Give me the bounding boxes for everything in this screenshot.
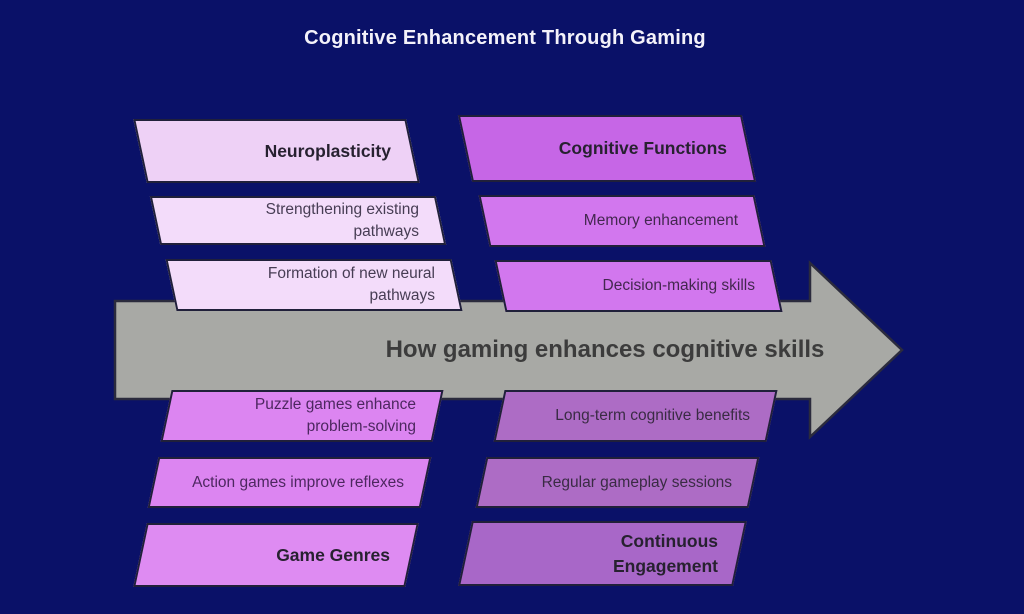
node-label: Action games improve reflexes — [192, 473, 404, 491]
node-label: Decision-making skills — [602, 277, 755, 294]
node-label: Game Genres — [276, 544, 390, 565]
node-label: Formation of new neural pathways — [267, 265, 435, 304]
node-puzzle-games-enhance-problem-solving: Puzzle games enhance problem-solving — [166, 390, 438, 442]
node-memory-enhancement: Memory enhancement — [484, 195, 760, 247]
arrow-label: How gaming enhances cognitive skills — [385, 336, 825, 363]
node-long-term-cognitive-benefits: Long-term cognitive benefits — [499, 390, 772, 442]
node-label: Regular gameplay sessions — [541, 473, 732, 491]
node-label: Continuous Engagement — [612, 530, 718, 576]
node-label: Puzzle games enhance problem-solving — [254, 396, 416, 435]
node-regular-gameplay-sessions: Regular gameplay sessions — [481, 457, 754, 508]
node-label: Long-term cognitive benefits — [555, 407, 750, 424]
node-game-genres-header: Game Genres — [140, 523, 412, 587]
node-decision-making-skills: Decision-making skills — [500, 260, 777, 312]
node-action-games-improve-reflexes: Action games improve reflexes — [153, 457, 426, 508]
node-label: Cognitive Functions — [558, 138, 727, 159]
node-label: Memory enhancement — [583, 212, 738, 229]
node-formation-of-new-neural-pathways: Formation of new neural pathways — [171, 259, 457, 311]
node-strengthening-existing-pathways: Strengthening existing pathways — [155, 196, 441, 245]
node-label: Neuroplasticity — [264, 140, 391, 161]
node-cognitive-functions-header: Cognitive Functions — [465, 115, 749, 182]
node-label: Strengthening existing pathways — [265, 200, 419, 240]
node-continuous-engagement-header: Continuous Engagement — [465, 521, 740, 586]
node-neuroplasticity-header: Neuroplasticity — [140, 119, 413, 183]
diagram-title: Cognitive Enhancement Through Gaming — [304, 27, 706, 49]
